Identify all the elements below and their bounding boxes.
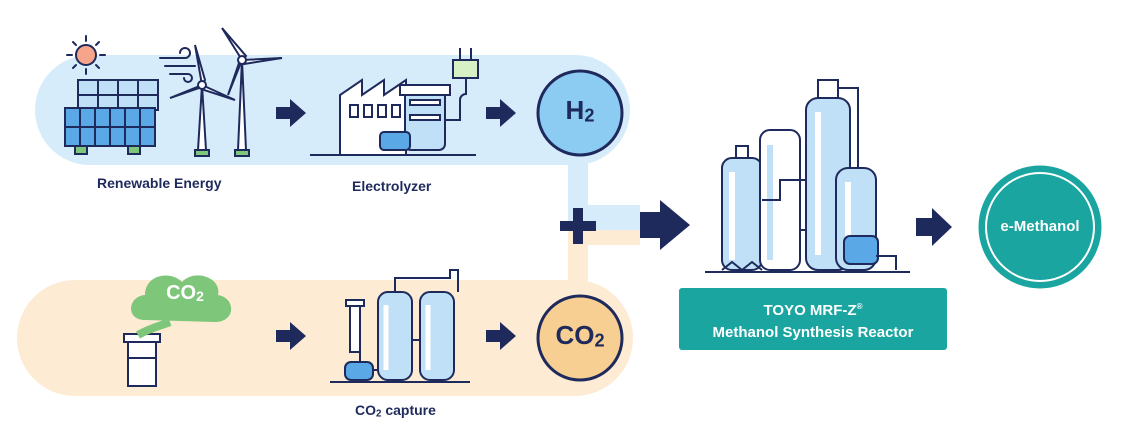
merge-band-peach [568, 230, 640, 245]
reactor-label-box: TOYO MRF-Z® Methanol Synthesis Reactor [679, 288, 947, 350]
sun-icon [66, 35, 106, 75]
solar-panel-icon [64, 79, 159, 155]
arrow-icon [486, 322, 516, 350]
co2-cloud-label: CO2 [166, 282, 204, 305]
h2-circle [536, 69, 624, 157]
reactor-plant-icon [705, 79, 910, 273]
co2-capture-label: CO2 capture [355, 402, 436, 420]
arrow-icon [486, 99, 516, 127]
arrow-icon [276, 322, 306, 350]
renewable-energy-label: Renewable Energy [97, 175, 222, 191]
wind-icon [159, 47, 196, 83]
h2-circle-label: H2 [565, 95, 595, 126]
co2-cloud-icon [131, 275, 232, 339]
wind-turbine-icon [169, 27, 283, 157]
arrow-icon [916, 208, 952, 246]
co2-circle [536, 294, 624, 382]
smokestack-icon [123, 333, 161, 387]
e-methanol-circle [978, 165, 1102, 289]
merge-arrow-icon [640, 200, 690, 250]
hydrogen-band [35, 55, 630, 165]
co2-capture-plant-icon [330, 269, 470, 383]
electrolyzer-icon [379, 48, 479, 151]
reactor-description: Methanol Synthesis Reactor [712, 324, 914, 341]
co2-circle-label: CO2 [555, 320, 605, 351]
electrolyzer-label: Electrolyzer [352, 178, 432, 194]
arrow-icon [276, 99, 306, 127]
e-methanol-label: e-Methanol [1000, 218, 1080, 235]
reactor-name: TOYO MRF-Z® [763, 302, 863, 319]
plus-icon [560, 208, 596, 244]
e-methanol-ring [985, 172, 1095, 282]
